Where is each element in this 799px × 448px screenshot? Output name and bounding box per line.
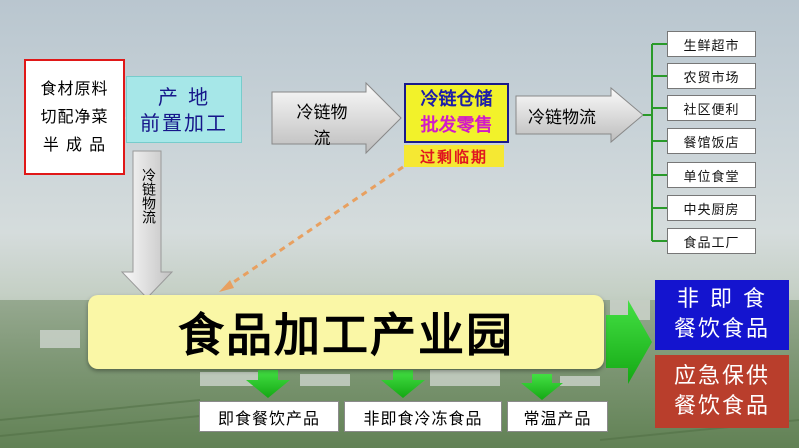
arrow1-label-line1: 冷链物 xyxy=(296,103,348,123)
emergency-line1: 应急保供 xyxy=(673,363,770,389)
return-dashed-line xyxy=(221,165,404,292)
emergency-line2: 餐饮食品 xyxy=(673,393,770,419)
green-right-arrow xyxy=(606,300,652,384)
destination-item: 中央厨房 xyxy=(667,195,756,221)
origin-processing-box: 产 地 前置加工 xyxy=(126,76,242,143)
park-title: 食品加工产业园 xyxy=(178,308,514,362)
product-label: 即食餐饮产品 xyxy=(217,408,320,428)
arrow2-label: 冷链物流 xyxy=(528,108,596,128)
destination-item: 农贸市场 xyxy=(667,63,756,89)
vertical-cold-chain-arrow xyxy=(120,150,174,299)
origin-processing-line1: 产 地 xyxy=(157,84,211,109)
non-instant-output: 非 即 食 餐饮食品 xyxy=(655,280,789,350)
non-instant-line1: 非 即 食 xyxy=(677,287,767,312)
destination-label: 中央厨房 xyxy=(683,202,740,218)
product-box: 常温产品 xyxy=(507,401,608,432)
raw-materials-line: 切配净菜 xyxy=(40,107,109,126)
raw-materials-line: 半 成 品 xyxy=(42,135,107,154)
warehouse-line2: 批发零售 xyxy=(420,115,493,136)
destination-label: 生鲜超市 xyxy=(683,38,740,54)
expiring-label: 过剩临期 xyxy=(419,147,488,166)
destination-item: 餐馆饭店 xyxy=(667,128,756,154)
destination-item: 单位食堂 xyxy=(667,162,756,188)
return-arrowhead xyxy=(219,280,234,292)
raw-materials-box: 食材原料 切配净菜 半 成 品 xyxy=(24,59,125,175)
arrow1-label-line2: 流 xyxy=(313,129,331,149)
cold-chain-arrow-2 xyxy=(515,86,644,144)
arrow1-label: 冷链物 流 xyxy=(286,100,358,152)
destination-label: 餐馆饭店 xyxy=(683,135,740,151)
destination-label: 社区便利 xyxy=(683,102,740,118)
product-label: 非即食冷冻食品 xyxy=(363,408,483,428)
expiring-box: 过剩临期 xyxy=(404,145,504,167)
warehouse-line1: 冷链仓储 xyxy=(420,89,493,110)
vertical-arrow-label: 冷链物流 xyxy=(140,168,156,224)
green-down-arrows xyxy=(246,370,563,400)
destination-bracket xyxy=(643,43,667,242)
warehouse-box: 冷链仓储 批发零售 xyxy=(404,83,509,143)
product-box: 非即食冷冻食品 xyxy=(344,401,502,432)
product-label: 常温产品 xyxy=(523,408,592,428)
destination-item: 食品工厂 xyxy=(667,228,756,254)
food-processing-park: 食品加工产业园 xyxy=(88,295,604,369)
origin-processing-line2: 前置加工 xyxy=(140,110,228,135)
raw-materials-line: 食材原料 xyxy=(40,79,109,98)
cold-chain-arrow-1 xyxy=(271,81,402,155)
non-instant-line2: 餐饮食品 xyxy=(673,317,770,342)
destination-label: 食品工厂 xyxy=(683,235,740,251)
destination-item: 生鲜超市 xyxy=(667,31,756,57)
destination-item: 社区便利 xyxy=(667,95,756,121)
product-box: 即食餐饮产品 xyxy=(199,401,339,432)
destination-label: 单位食堂 xyxy=(683,169,740,185)
destination-label: 农贸市场 xyxy=(683,70,740,86)
emergency-output: 应急保供 餐饮食品 xyxy=(655,355,789,428)
